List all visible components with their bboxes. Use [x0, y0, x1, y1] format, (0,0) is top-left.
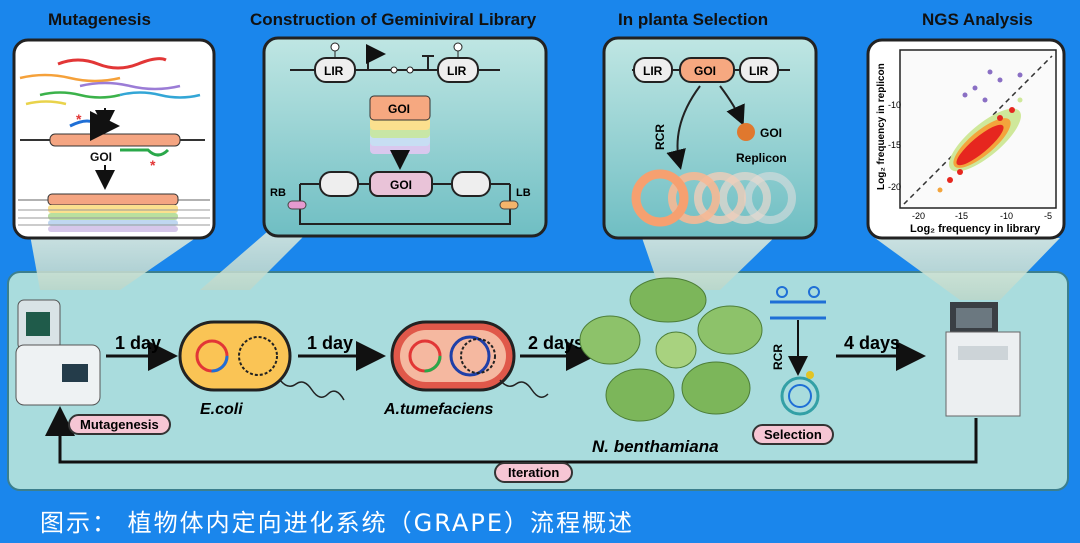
plant-label: N. benthamiana	[592, 437, 719, 456]
ecoli-cell	[178, 320, 345, 401]
mutagenesis-badge: Mutagenesis	[68, 414, 171, 435]
figure-caption: 图示： 植物体内定向进化系统（GRAPE）流程概述	[40, 509, 634, 537]
iteration-badge: Iteration	[494, 462, 574, 483]
goi-sel-label: GOI	[694, 64, 716, 78]
agro-cell	[390, 320, 549, 398]
goi-bar	[49, 133, 181, 147]
goi-stack: GOI	[369, 95, 431, 154]
ngs-ylabel: Log₂ frequency in replicon	[876, 63, 887, 190]
step-2: 1 day	[307, 333, 353, 353]
cone-3	[640, 232, 780, 290]
replicon-label: Replicon	[736, 151, 787, 165]
rb-label: RB	[270, 187, 286, 199]
rcr-sel-label: RCR	[653, 124, 667, 150]
rcr-workflow-label: RCR	[771, 344, 785, 370]
lb-label: LB	[516, 187, 531, 199]
ngs-xlabel: Log₂ frequency in library	[910, 223, 1041, 235]
replicon-icon	[770, 286, 826, 416]
goi-label-1: GOI	[90, 150, 112, 164]
selection-title: In planta Selection	[618, 10, 769, 29]
ngs-ytick-1: -10	[888, 100, 901, 110]
library-stack	[18, 193, 210, 232]
lir-right: LIR	[447, 64, 467, 78]
ngs-title: NGS Analysis	[922, 10, 1033, 29]
lir-left: LIR	[324, 64, 344, 78]
goi-label-2: GOI	[388, 102, 410, 116]
lir-sel-left: LIR	[643, 64, 663, 78]
replicon-circles	[631, 169, 796, 227]
ecoli-label: E.coli	[200, 401, 243, 418]
lir-sel-right: LIR	[749, 64, 769, 78]
diagram-svg: * * GOI LIR LIR	[7, 36, 1069, 491]
step-3: 2 days	[528, 333, 584, 353]
ngs-xtick-2: -15	[955, 211, 968, 221]
svg-text:*: *	[76, 111, 82, 127]
workflow-panel	[7, 271, 1069, 491]
cone-1	[30, 235, 200, 290]
selection-badge: Selection	[752, 424, 834, 445]
ngs-xtick-4: -5	[1044, 211, 1052, 221]
step-1: 1 day	[115, 333, 161, 353]
pcr-machine-icon	[15, 299, 101, 406]
ngs-scatter	[937, 69, 1023, 193]
svg-text:*: *	[150, 157, 156, 173]
cone-4	[875, 238, 1060, 300]
cone-2	[200, 225, 315, 290]
agro-label: A.tumefaciens	[383, 401, 493, 418]
goi-label-3: GOI	[390, 178, 412, 192]
ngs-xtick-3: -10	[1000, 211, 1013, 221]
ngs-ytick-3: -20	[888, 182, 901, 192]
ngs-ytick-2: -15	[888, 140, 901, 150]
goi-protein-label: GOI	[760, 126, 782, 140]
ngs-xtick-1: -20	[912, 211, 925, 221]
sequencer-icon	[945, 302, 1021, 417]
step-4: 4 days	[844, 333, 900, 353]
dna-fragments	[19, 57, 201, 106]
mutagenesis-title: Mutagenesis	[48, 10, 151, 29]
plant-icon	[579, 277, 763, 422]
construction-title: Construction of Geminiviral Library	[250, 10, 537, 29]
